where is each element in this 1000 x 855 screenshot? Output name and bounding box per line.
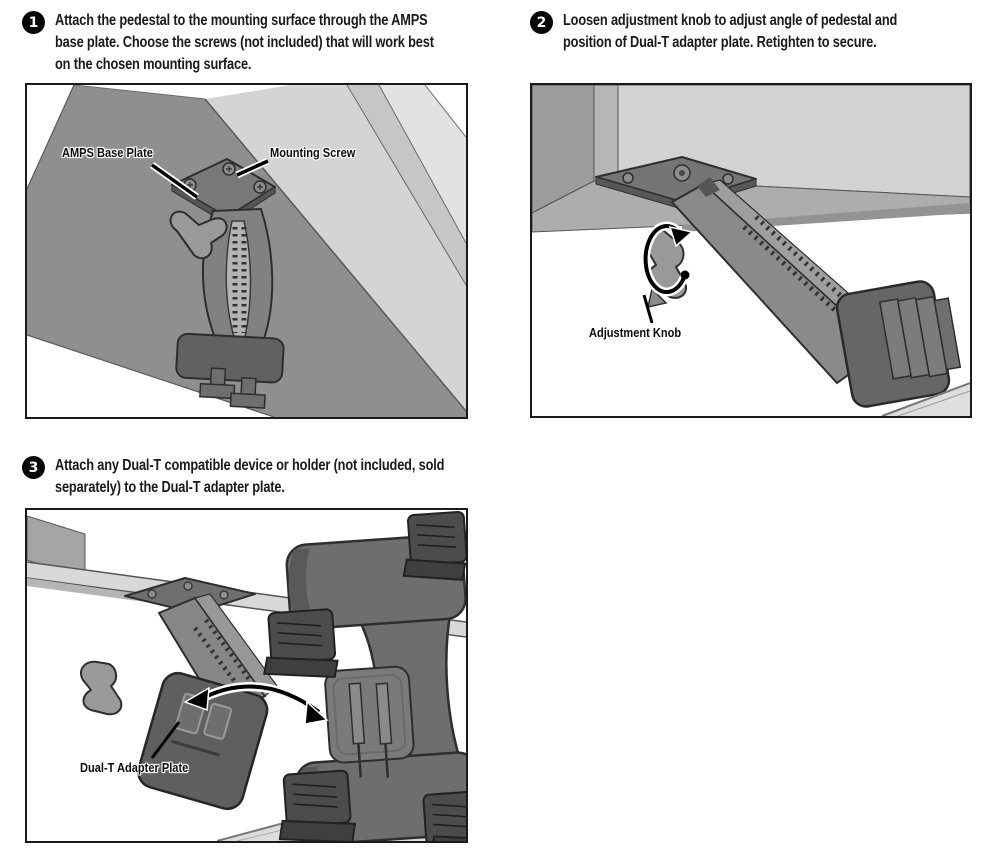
figure-attach-device: Dual-T Adapter Plate [25, 508, 468, 843]
back-plate-inner [332, 674, 407, 756]
desk-side-face [205, 85, 466, 411]
shelf-corner-edge-2 [897, 390, 970, 416]
arm-notch [697, 177, 720, 197]
step-1-line-1: Attach the pedestal to the mounting surf… [55, 12, 428, 29]
clamp-bottom-left-lip [278, 819, 357, 841]
figure-1-illustration [27, 85, 466, 417]
step-2-line-1: Loosen adjustment knob to adjust angle o… [563, 12, 898, 29]
label-amps-base-plate: AMPS Base Plate [62, 145, 153, 160]
tab-2-cap [229, 392, 266, 409]
step-2-text: Loosen adjustment knob to adjust angle o… [563, 10, 981, 54]
swap-arrow-head-right [304, 700, 329, 725]
edge-line-b [378, 85, 466, 244]
t-slot-2-stem [384, 743, 390, 778]
clamp-top-left-lip [263, 656, 339, 678]
step-3-line-1: Attach any Dual-T compatible device or h… [55, 457, 445, 474]
step-2-line-2: position of Dual-T adapter plate. Retigh… [563, 34, 877, 51]
step-3-number: 3 [28, 459, 39, 476]
label-adjustment-knob: Adjustment Knob [589, 325, 682, 340]
swap-arrow-head-left [183, 686, 210, 712]
foot-group [175, 332, 285, 409]
plate-screw-left [622, 172, 634, 184]
leader-amps-base-plate [150, 163, 199, 199]
knob-tail [647, 287, 668, 308]
clamp-top-right-lip [402, 558, 466, 581]
label-dual-t-adapter-plate: Dual-T Adapter Plate [80, 760, 189, 775]
adjustment-knob [169, 210, 228, 260]
step-2-number: 2 [536, 14, 547, 31]
figure-3-illustration [27, 510, 466, 841]
ridge-line [204, 98, 466, 412]
figure-attach-pedestal: AMPS Base Plate Mounting Screw [25, 83, 468, 419]
leader-adjustment-knob [642, 294, 654, 324]
figure-adjustment-knob: Adjustment Knob [530, 83, 972, 418]
plate-groove [170, 739, 220, 757]
step-2-badge: 2 [530, 11, 553, 34]
slat-4 [933, 297, 962, 371]
step-1-line-2: base plate. Choose the screws (not inclu… [55, 34, 434, 51]
figure-2-illustration [532, 85, 970, 416]
step-1-line-3: on the chosen mounting surface. [55, 56, 252, 73]
top-edge-line [73, 85, 206, 100]
clamp-grip-ridges [276, 524, 466, 829]
tablet-holder [263, 510, 466, 841]
step-3-line-2: separately) to the Dual-T adapter plate. [55, 479, 285, 496]
cabinet-corner-post [593, 85, 619, 182]
clamp-bottom-left [282, 769, 352, 828]
ratchet-teeth-b [204, 618, 253, 684]
shelf-corner-edge [881, 382, 970, 416]
step-3-badge: 3 [22, 456, 45, 479]
tab-1-cap [199, 382, 236, 400]
holder-top-shade [288, 548, 315, 628]
plate-screw-2 [183, 581, 193, 591]
adapter-plate-group [137, 671, 269, 811]
left-edge-line [27, 85, 75, 190]
foot-plate [175, 332, 285, 384]
clamp-top-left [267, 608, 337, 664]
rotate-arrow-end-dot [680, 270, 690, 280]
step-1-number: 1 [28, 14, 39, 31]
adjustment-knob [79, 660, 123, 716]
rotate-arrow-head [668, 225, 694, 248]
plate-slot-2 [203, 702, 233, 740]
screw-slots [187, 166, 263, 190]
edge-line-a [346, 85, 466, 286]
t-slot-1-stem [357, 743, 362, 778]
plate-screw-1 [147, 589, 157, 599]
plate-screw-right [722, 173, 734, 185]
plate-screw-3 [219, 590, 229, 600]
leader-adapter-plate [150, 721, 181, 759]
clamp-top-right [407, 510, 466, 566]
label-mounting-screw: Mounting Screw [270, 145, 356, 160]
step-1-text: Attach the pedestal to the mounting surf… [55, 10, 529, 76]
adapter-slat-block [878, 295, 962, 380]
swap-arrow [198, 684, 321, 714]
step-1-badge: 1 [22, 11, 45, 34]
step-3-text: Attach any Dual-T compatible device or h… [55, 455, 542, 499]
plate-center-dot [679, 170, 685, 176]
arm-slot [225, 220, 252, 338]
leader-mounting-screw [236, 159, 269, 177]
dual-t-adapter-plate [137, 671, 269, 811]
ratchet-teeth-a [193, 626, 243, 692]
edge-line-c [424, 85, 466, 138]
rotate-arrow [643, 224, 687, 294]
